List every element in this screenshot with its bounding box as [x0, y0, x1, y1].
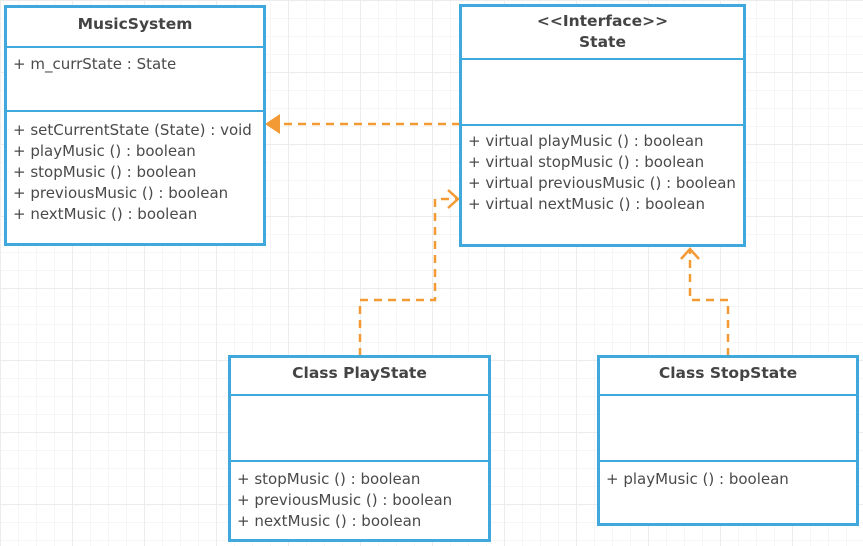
- methods-section: + playMusic () : boolean: [600, 460, 856, 523]
- class-name: State: [579, 33, 626, 51]
- class-header: MusicSystem: [7, 8, 263, 46]
- attributes-section: + m_currState : State: [7, 46, 263, 110]
- class-header: Class PlayState: [231, 358, 488, 394]
- method: + nextMusic () : boolean: [237, 512, 422, 530]
- open-arrowhead-icon: [680, 247, 700, 260]
- dependency-state-to-musicsystem: [265, 114, 460, 134]
- class-musicsystem[interactable]: MusicSystem + m_currState : State + setC…: [4, 5, 266, 246]
- class-header: Class StopState: [600, 358, 856, 394]
- realization-playstate-to-state: [358, 189, 460, 356]
- method: + stopMusic () : boolean: [237, 470, 421, 488]
- method: + previousMusic () : boolean: [237, 491, 453, 509]
- method: + virtual nextMusic () : boolean: [468, 195, 706, 213]
- class-stopstate[interactable]: Class StopState + playMusic () : boolean: [597, 355, 859, 526]
- attributes-section: [600, 394, 856, 460]
- method: + previousMusic () : boolean: [13, 184, 229, 202]
- class-name: Class PlayState: [292, 364, 427, 382]
- class-playstate[interactable]: Class PlayState + stopMusic () : boolean…: [228, 355, 491, 542]
- method: + virtual previousMusic () : boolean: [468, 174, 736, 192]
- method: + virtual stopMusic () : boolean: [468, 153, 705, 171]
- method: + nextMusic () : boolean: [13, 205, 198, 223]
- methods-section: + setCurrentState (State) : void + playM…: [7, 110, 263, 243]
- class-name: MusicSystem: [77, 15, 193, 33]
- class-name: Class StopState: [658, 364, 798, 382]
- attributes-section: [231, 394, 488, 460]
- methods-section: + virtual playMusic () : boolean + virtu…: [462, 124, 743, 244]
- interface-state[interactable]: <<Interface>> State + virtual playMusic …: [459, 4, 746, 247]
- method: + playMusic () : boolean: [606, 470, 789, 488]
- attributes-section: [462, 58, 743, 124]
- realization-stopstate-to-state: [680, 247, 730, 356]
- method: + setCurrentState (State) : void: [13, 121, 252, 139]
- method: + virtual playMusic () : boolean: [468, 132, 704, 150]
- filled-arrowhead-icon: [265, 114, 280, 134]
- method: + playMusic () : boolean: [13, 142, 196, 160]
- open-arrowhead-icon: [447, 189, 460, 209]
- method: + stopMusic () : boolean: [13, 163, 197, 181]
- stereotype-label: <<Interface>>: [536, 12, 669, 30]
- attribute: + m_currState : State: [13, 55, 177, 73]
- methods-section: + stopMusic () : boolean + previousMusic…: [231, 460, 488, 539]
- class-header: <<Interface>> State: [462, 7, 743, 58]
